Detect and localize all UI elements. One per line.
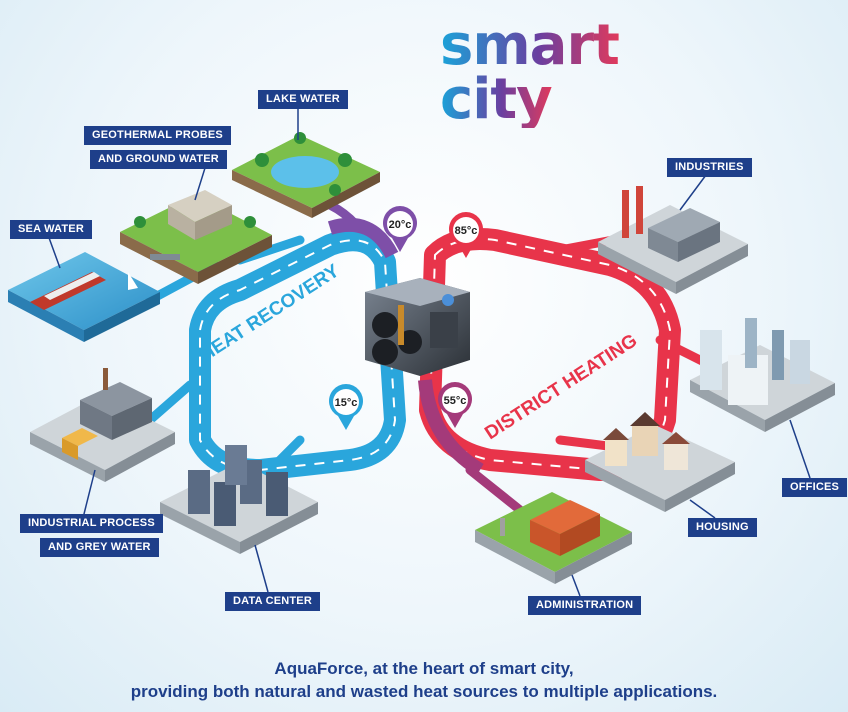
sea-water-tile (8, 252, 160, 342)
industries-tile (598, 186, 748, 294)
svg-text:15°c: 15°c (335, 397, 358, 409)
caption-line1: AquaForce, at the heart of smart city, (274, 659, 574, 678)
label-administration: ADMINISTRATION (528, 596, 642, 615)
industrial-process-tile (30, 368, 175, 482)
label-offices: OFFICES (782, 478, 848, 497)
label-geothermal-line1: GEOTHERMAL PROBES (84, 126, 231, 145)
district-heating-loop (418, 228, 681, 481)
title-smart: smart (440, 13, 620, 78)
offices-tile (690, 318, 835, 432)
label-industrial-line2: AND GREY WATER (40, 538, 159, 557)
aquaforce-unit (365, 278, 470, 376)
pin-20c: 20°c (382, 206, 417, 252)
label-geothermal-line2: AND GROUND WATER (90, 150, 227, 169)
svg-text:20°c: 20°c (389, 219, 412, 231)
title-city: city (440, 67, 553, 132)
label-pointers (47, 106, 811, 597)
label-industrial-line1: INDUSTRIAL PROCESS (20, 514, 163, 533)
administration-tile (475, 492, 632, 584)
district-heating-label: DISTRICT HEATING (481, 330, 641, 444)
housing-tile (585, 412, 735, 512)
pin-85c: 85°c (449, 212, 483, 258)
caption-line2: providing both natural and wasted heat s… (130, 682, 718, 701)
pin-15c: 15°c (329, 384, 364, 430)
lake-water-tile (232, 132, 380, 218)
svg-text:55°c: 55°c (444, 395, 467, 407)
svg-text:85°c: 85°c (455, 225, 478, 237)
pin-55c: 55°c (438, 382, 472, 428)
label-data-center: DATA CENTER (225, 592, 320, 611)
label-lake-water: LAKE WATER (258, 90, 348, 109)
label-housing: HOUSING (688, 518, 757, 537)
label-sea-water: SEA WATER (10, 220, 92, 239)
data-center-tile (160, 445, 318, 554)
geothermal-tile (120, 190, 272, 284)
label-industries: INDUSTRIES (667, 158, 752, 177)
